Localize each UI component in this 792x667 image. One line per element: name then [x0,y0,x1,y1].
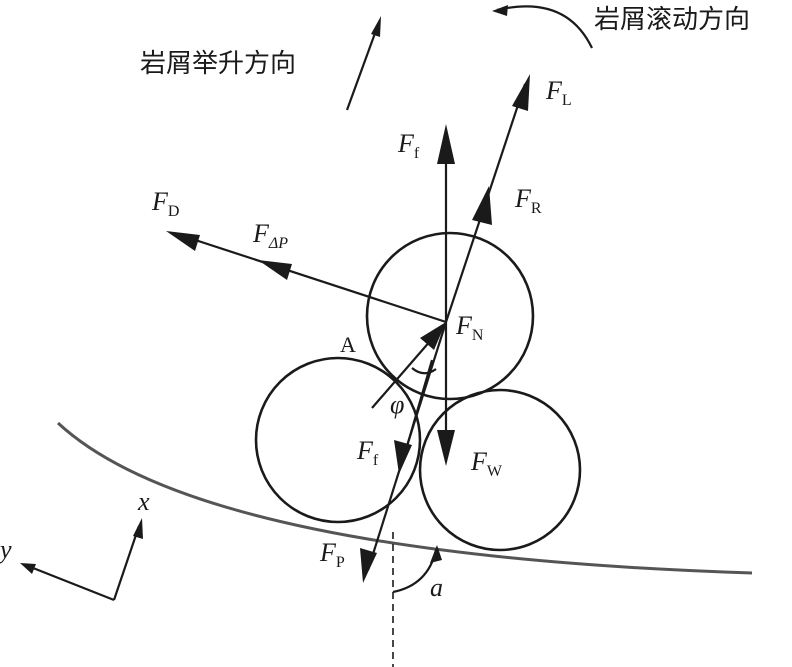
y-axis-line [27,564,115,602]
force-pressure-label: FP [319,538,345,571]
phi-angle-arc [411,367,437,375]
force-drag-line [179,233,447,324]
force-weight-label: FW [470,447,503,480]
cutting-particle-left [254,356,422,524]
force-resultant-arrowhead [472,186,492,225]
borehole-wall-curve [56,421,753,575]
x-axis-line [112,525,141,601]
alpha-arc-arrowhead [430,545,442,563]
alpha-angle-label: a [430,573,443,602]
y-axis-label: y [0,535,12,564]
force-friction-up-label: Ff [397,129,420,162]
lift-direction-label: 岩屑举升方向 [140,49,296,79]
cutting-particle-right [418,388,582,552]
point-a-label: A [340,332,356,357]
contact-arrow-line [371,331,439,409]
force-lift-arrowhead [512,74,530,111]
lift-direction-arrowhead [371,16,381,37]
force-pressure-diff-arrowhead [258,260,292,280]
force-drag-arrowhead [166,231,200,251]
contact-arrowhead [420,322,446,350]
force-friction-down-line [401,359,434,461]
force-weight-arrowhead [437,430,455,466]
cutting-particle-top [365,231,535,401]
force-friction-down-arrowhead [394,440,412,474]
lift-direction-line [345,24,380,111]
force-lift-label: FL [545,76,572,109]
x-axis-arrowhead [133,518,143,539]
phi-angle-label: φ [390,390,404,419]
roll-direction-arc [496,5,593,49]
force-resultant-label: FR [514,184,542,217]
force-drag-label: FD [151,187,179,220]
roll-direction-arrowhead [492,5,508,16]
force-friction-down-label: Ff [356,436,379,469]
force-normal-label: FN [455,311,484,344]
force-pressure-diff-label: FΔP [252,219,288,252]
y-axis-arrowhead [20,563,36,574]
x-axis-label: x [137,487,150,516]
roll-direction-label: 岩屑滚动方向 [594,5,750,35]
force-pressure-arrowhead [360,548,377,583]
force-friction-up-arrowhead [437,124,455,164]
